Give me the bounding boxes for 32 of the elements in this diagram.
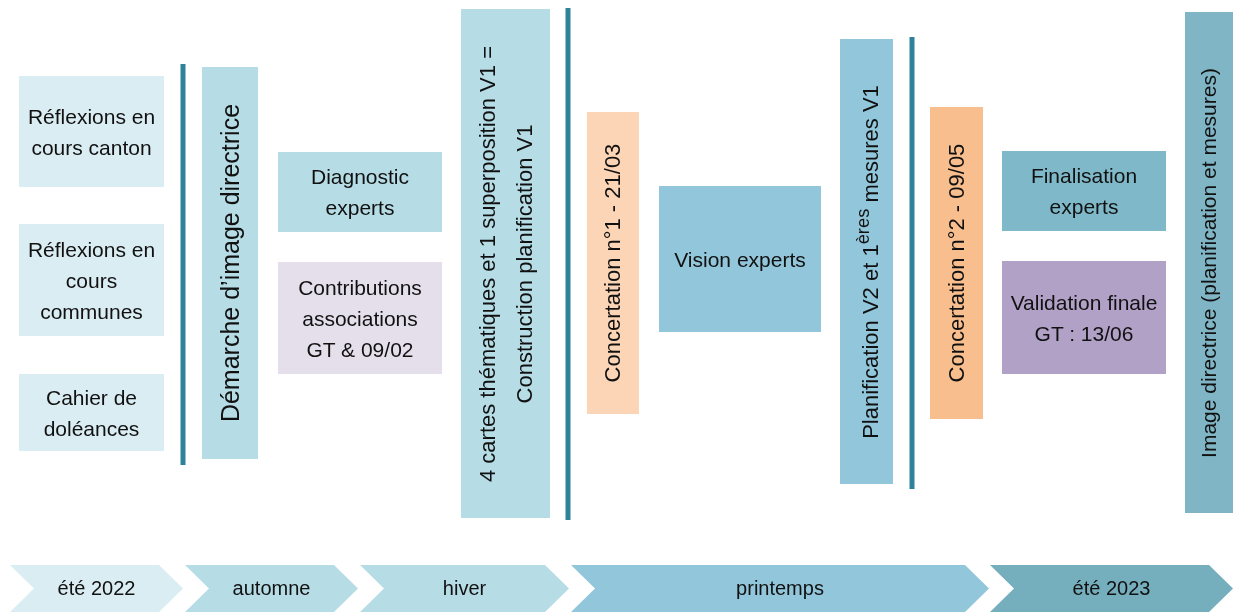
season-label: hiver: [442, 576, 487, 601]
box-label: Concertation n°2 - 09/05: [942, 142, 970, 385]
process-box: [930, 107, 983, 419]
box-label: Concertation n°1 - 21/03: [599, 142, 626, 385]
process-box: [19, 76, 164, 187]
season-label: été 2022: [57, 576, 136, 601]
box-label: Réflexions en cours canton: [26, 103, 157, 161]
box-label: Validation finale GT : 13/06: [1009, 289, 1159, 347]
process-box: [587, 112, 639, 414]
process-box: [202, 67, 258, 459]
box-label: Image directrice (planification et mesures): [1196, 66, 1221, 460]
process-box: [19, 374, 164, 451]
process-box: [1185, 12, 1233, 513]
process-box: [19, 224, 164, 336]
box-label: Vision experts: [673, 246, 807, 273]
box-label: Cahier de doléances: [42, 384, 141, 442]
box-label: Démarche d’image directrice: [216, 102, 244, 425]
box-label: Contributions associations GT & 09/02: [297, 274, 423, 363]
process-box: [659, 186, 821, 332]
box-label: 4 cartes thématiques et 1 superposition V1 = Construction planification V1: [473, 44, 538, 484]
season-label: automne: [232, 576, 311, 601]
box-label: Finalisation experts: [1029, 163, 1139, 220]
box-label: Réflexions en cours communes: [26, 236, 157, 325]
season-label: été 2023: [1072, 576, 1151, 601]
process-box: [840, 39, 893, 484]
box-label: Diagnostic experts: [309, 164, 411, 221]
process-box: [1002, 151, 1166, 231]
process-box: [1002, 261, 1166, 374]
process-box: [278, 152, 442, 232]
season-label: printemps: [736, 576, 824, 601]
process-box: [461, 9, 550, 518]
process-box: [278, 262, 442, 374]
